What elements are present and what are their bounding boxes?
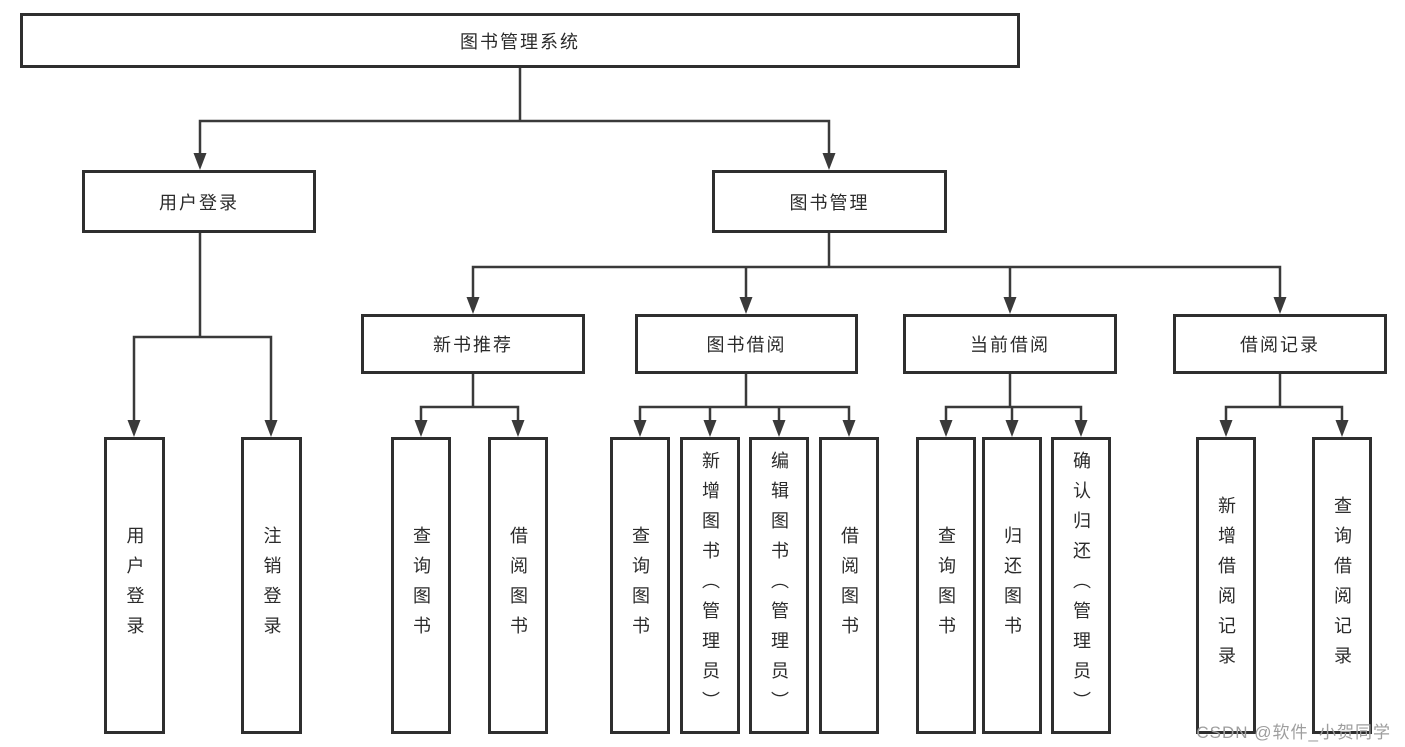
leaf-query-books-current: 查询图书 (916, 437, 976, 734)
node-book-management-label: 图书管理 (789, 192, 870, 213)
leaf-edit-books-admin: 编辑图书（管理员） (749, 437, 809, 734)
node-new-book-recommend-label: 新书推荐 (433, 335, 513, 355)
leaf-confirm-return-admin: 确认归还（管理员） (1051, 437, 1111, 734)
node-book-management: 图书管理 (712, 170, 947, 233)
node-current-borrow-label: 当前借阅 (970, 335, 1050, 355)
edge-new-book-recommend-to-leaves (419, 372, 520, 425)
node-book-borrow-label: 图书借阅 (706, 335, 787, 355)
arrow-into-leaf-borrow-books-b2 (511, 420, 525, 437)
edge-user-login-to-leaves (132, 231, 273, 425)
node-new-book-recommend: 新书推荐 (361, 314, 585, 374)
arrow-into-borrow-records (1273, 297, 1287, 314)
leaf-borrow-books-recommend-label: 借阅图书 (508, 525, 528, 646)
leaf-add-books-admin-label: 新增图书（管理员） (700, 450, 720, 721)
node-user-login-label: 用户登录 (159, 192, 239, 213)
leaf-query-books-borrow-label: 查询图书 (630, 525, 650, 646)
leaf-add-borrow-record: 新增借阅记录 (1196, 437, 1256, 734)
arrow-into-leaf-add-books (703, 420, 717, 437)
arrow-into-leaf-query-books-d1 (939, 420, 953, 437)
edge-current-borrow-to-leaves (944, 372, 1083, 425)
arrow-into-leaf-logout (264, 420, 278, 437)
node-borrow-records: 借阅记录 (1173, 314, 1387, 374)
leaf-borrow-books: 借阅图书 (819, 437, 879, 734)
leaf-query-books-recommend: 查询图书 (391, 437, 451, 734)
edge-book-borrow-to-leaves (638, 372, 851, 425)
arrow-into-book-management (822, 153, 836, 170)
arrow-into-user-login (193, 153, 207, 170)
csdn-watermark: CSDN @软件_小贺同学 (1196, 723, 1391, 742)
arrow-into-leaf-query-books-c1 (633, 420, 647, 437)
arrow-into-leaf-user-login (127, 420, 141, 437)
leaf-borrow-books-label: 借阅图书 (839, 525, 859, 646)
leaf-return-books: 归还图书 (982, 437, 1042, 734)
node-user-login: 用户登录 (82, 170, 316, 233)
node-root-system: 图书管理系统 (20, 13, 1020, 68)
edge-root-to-level2 (198, 66, 831, 158)
leaf-borrow-books-recommend: 借阅图书 (488, 437, 548, 734)
arrow-into-leaf-edit-books (772, 420, 786, 437)
leaf-query-books-recommend-label: 查询图书 (411, 525, 431, 646)
leaf-user-login-label: 用户登录 (124, 525, 145, 646)
arrow-into-new-book-recommend (466, 297, 480, 314)
leaf-return-books-label: 归还图书 (1002, 525, 1022, 646)
arrow-into-leaf-add-borrow-record (1219, 420, 1233, 437)
node-book-borrow: 图书借阅 (635, 314, 858, 374)
leaf-add-borrow-record-label: 新增借阅记录 (1216, 495, 1236, 676)
leaf-logout: 注销登录 (241, 437, 302, 734)
arrow-into-leaf-query-borrow-record (1335, 420, 1349, 437)
leaf-query-books-current-label: 查询图书 (936, 525, 956, 646)
node-borrow-records-label: 借阅记录 (1240, 335, 1320, 355)
leaf-query-books-borrow: 查询图书 (610, 437, 670, 734)
leaf-logout-label: 注销登录 (261, 525, 282, 646)
arrow-into-book-borrow (739, 297, 753, 314)
leaf-user-login: 用户登录 (104, 437, 165, 734)
leaf-confirm-return-admin-label: 确认归还（管理员） (1071, 450, 1091, 721)
edge-book-management-to-level3 (471, 231, 1282, 302)
arrow-into-leaf-borrow-books-c4 (842, 420, 856, 437)
arrow-into-leaf-query-books-b1 (414, 420, 428, 437)
leaf-edit-books-admin-label: 编辑图书（管理员） (769, 450, 789, 721)
leaf-query-borrow-record: 查询借阅记录 (1312, 437, 1372, 734)
arrow-into-current-borrow (1003, 297, 1017, 314)
arrow-into-leaf-confirm-return (1074, 420, 1088, 437)
edge-borrow-records-to-leaves (1224, 372, 1344, 425)
leaf-add-books-admin: 新增图书（管理员） (680, 437, 740, 734)
arrow-into-leaf-return-books (1005, 420, 1019, 437)
leaf-query-borrow-record-label: 查询借阅记录 (1332, 495, 1352, 676)
node-current-borrow: 当前借阅 (903, 314, 1117, 374)
node-root-system-label: 图书管理系统 (460, 31, 580, 52)
